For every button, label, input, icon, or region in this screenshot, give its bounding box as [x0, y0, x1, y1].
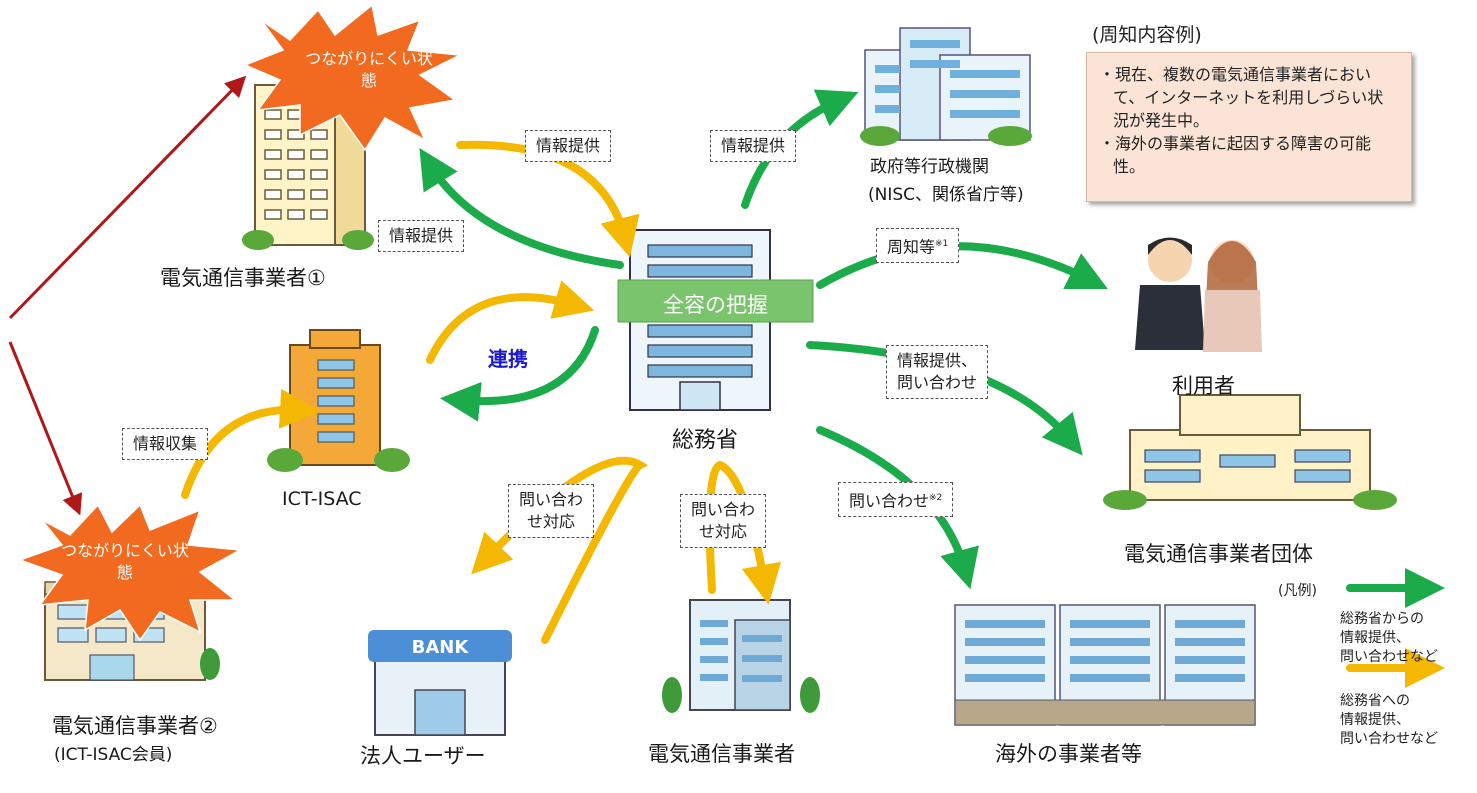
edge-label-info-collect: 情報収集	[122, 428, 209, 460]
association-building-icon	[1103, 394, 1397, 510]
attack-arrows	[8, 75, 247, 516]
legend-yellow-line: 情報提供、	[1340, 712, 1410, 728]
notice-mark: ※1	[935, 239, 949, 249]
government-subname: (NISC、関係省庁等)	[868, 185, 1024, 205]
edge-label-notice-users: 周知等※1	[876, 228, 960, 264]
arrow-carrier2-to-ictisac	[181, 388, 320, 499]
notice-text: 周知等	[887, 237, 936, 257]
edge-label-info-provide-carrier1-out: 情報提供	[378, 220, 465, 252]
note-heading: (周知内容例)	[1092, 24, 1202, 46]
users-people-icon	[1135, 237, 1262, 352]
inquiry-overseas-text: 問い合わせ	[849, 491, 930, 511]
note-box: ・現在、複数の電気通信事業者において、インターネットを利用しづらい状況が発生中。…	[1086, 52, 1412, 202]
users-name: 利用者	[1172, 374, 1235, 398]
edge-label-inquiry-carriers: 問い合わ せ対応	[680, 494, 767, 548]
note-item: ・現在、複数の電気通信事業者において、インターネットを利用しづらい状況が発生中。	[1099, 65, 1384, 130]
legend-label: (凡例)	[1278, 583, 1317, 599]
carriers-building-icon	[662, 599, 820, 713]
ict-isac-building-icon	[267, 329, 410, 472]
renkei-label: 連携	[488, 347, 528, 371]
ict-isac-name: ICT-ISAC	[282, 488, 362, 510]
arrow-ictisac-to-ministry	[426, 280, 595, 364]
arrow-ministry-to-carrier1	[419, 148, 624, 269]
inquiry-carriers-line1: 問い合わ	[691, 500, 756, 519]
edge-label-info-provide-carrier1-in: 情報提供	[525, 130, 612, 162]
government-building-icon	[860, 27, 1032, 146]
inquiry-mark: ※2	[929, 493, 943, 503]
carrier1-name: 電気通信事業者①	[160, 266, 326, 290]
government-name: 政府等行政機関	[870, 157, 989, 177]
attack-arrow-to-carrier2	[8, 341, 83, 516]
ministry-banner-label: 全容の把握	[663, 293, 768, 317]
legend-green-text: 総務省からの 情報提供、 問い合わせなど	[1340, 610, 1438, 667]
inquiry-corp-line2: せ対応	[527, 512, 576, 531]
carriers-name: 電気通信事業者	[648, 742, 795, 766]
carrier1-burst-icon	[243, 3, 463, 152]
arrow-ministry-to-ictisac	[440, 326, 599, 422]
carrier2-burst-icon	[17, 503, 243, 642]
inquiry-corp-line1: 問い合わ	[519, 490, 584, 509]
legend-yellow-text: 総務省への 情報提供、 問い合わせなど	[1340, 692, 1438, 749]
carrier1-burst-label: つながりにくい状態	[305, 49, 433, 90]
legend-green-line: 問い合わせなど	[1340, 649, 1438, 665]
overseas-buildings-icon	[954, 604, 1256, 726]
ministry-building-icon	[617, 229, 814, 411]
bank-sign-text: BANK	[412, 637, 470, 658]
legend-green-line: 総務省からの	[1340, 611, 1424, 627]
ministry-name: 総務省	[672, 428, 739, 453]
info-assoc-line2: 問い合わせ	[897, 373, 978, 392]
legend-yellow-line: 問い合わせなど	[1340, 731, 1438, 747]
edge-label-inquiry-overseas: 問い合わせ※2	[838, 482, 954, 518]
bank-building-icon: BANK	[368, 630, 512, 736]
info-assoc-line1: 情報提供、	[897, 351, 978, 370]
edge-label-inquiry-corporate: 問い合わ せ対応	[508, 484, 595, 538]
arrow-carrier1-to-ministry	[456, 140, 640, 258]
legend-yellow-line: 総務省への	[1340, 693, 1410, 709]
edge-label-info-provide-government: 情報提供	[710, 130, 797, 162]
legend-green-line: 情報提供、	[1340, 630, 1410, 646]
edge-label-info-association: 情報提供、 問い合わせ	[886, 345, 989, 399]
attack-arrow-to-carrier1	[8, 75, 247, 320]
inquiry-carriers-line2: せ対応	[699, 522, 748, 541]
carrier2-burst-label: つながりにくい状態	[61, 541, 189, 582]
note-item: ・海外の事業者に起因する障害の可能性。	[1099, 134, 1372, 176]
overseas-name: 海外の事業者等	[995, 742, 1142, 766]
corporate-name: 法人ユーザー	[360, 744, 486, 768]
carrier2-subname: (ICT-ISAC会員)	[54, 745, 173, 765]
association-name: 電気通信事業者団体	[1124, 542, 1313, 566]
carrier2-name: 電気通信事業者②	[52, 714, 218, 738]
